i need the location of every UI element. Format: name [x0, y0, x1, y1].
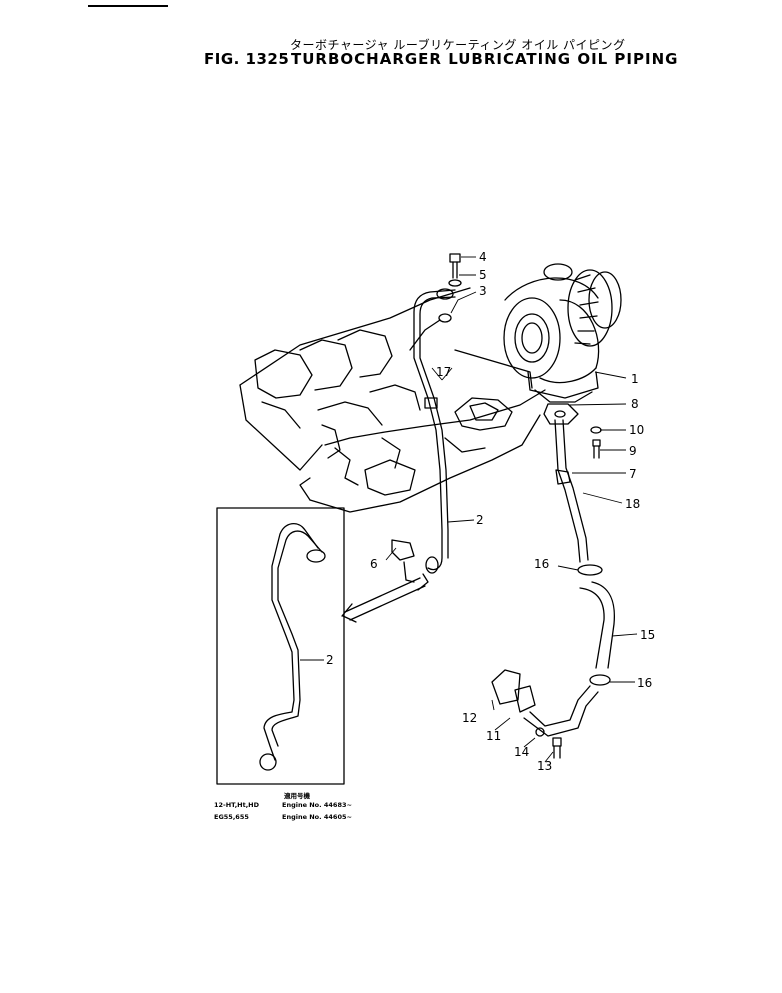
callout-16-upper: 16: [534, 557, 549, 571]
callout-2-alt: 2: [326, 653, 334, 667]
applicability-heading: 適用号機: [284, 792, 310, 800]
washer-10: [590, 426, 602, 434]
engine-block: [239, 287, 471, 471]
applicability-engine-1: Engine No. 44683~: [282, 801, 352, 809]
callout-17: 17: [436, 365, 451, 379]
callout-7: 7: [629, 467, 637, 481]
bolt-4: [449, 253, 461, 279]
applicability-engine-2: Engine No. 44605~: [282, 813, 352, 821]
washer-5: [448, 279, 462, 287]
callout-8: 8: [631, 397, 639, 411]
callout-9: 9: [629, 444, 637, 458]
callout-18: 18: [625, 497, 640, 511]
clamp-16-upper: [577, 564, 603, 576]
callout-5: 5: [479, 268, 487, 282]
title-japanese: ターボチャージャ ルーブリケーティング オイル パイピング: [290, 38, 626, 52]
bolt-9: [592, 439, 601, 459]
callout-10: 10: [629, 423, 644, 437]
gasket-12: [491, 669, 521, 705]
bolt-13: [552, 737, 562, 759]
figure-number: FIG. 1325: [204, 50, 290, 68]
callout-15: 15: [640, 628, 655, 642]
oil-drain-pipe: [554, 419, 589, 563]
applicability-model-1: 12-HT,Ht,HD: [214, 801, 260, 809]
callout-1: 1: [631, 372, 639, 386]
oil-inlet-pipe: [413, 288, 456, 574]
gasket-8: [543, 403, 579, 425]
hose-15: [579, 581, 616, 669]
exhaust-manifold: [299, 349, 546, 513]
callout-6: 6: [370, 557, 378, 571]
alternate-view-box: [216, 507, 345, 785]
view-arrow: [341, 573, 429, 623]
callout-3: 3: [479, 284, 487, 298]
elbow-pipe-11: [514, 685, 599, 737]
callout-11: 11: [486, 729, 501, 743]
turbocharger: [503, 263, 622, 403]
elbow-6: [391, 539, 415, 583]
washer-14: [535, 727, 545, 737]
callout-16-lower: 16: [637, 676, 652, 690]
top-rule: [88, 5, 168, 7]
clamp-16-lower: [589, 674, 611, 686]
callout-14: 14: [514, 745, 529, 759]
callout-2-main: 2: [476, 513, 484, 527]
applicability-model-2: EG55,655: [214, 813, 249, 821]
callout-13: 13: [537, 759, 552, 773]
alternate-pipe-view: [259, 523, 326, 771]
callout-12: 12: [462, 711, 477, 725]
callout-4: 4: [479, 250, 487, 264]
title-english: TURBOCHARGER LUBRICATING OIL PIPING: [291, 50, 679, 68]
